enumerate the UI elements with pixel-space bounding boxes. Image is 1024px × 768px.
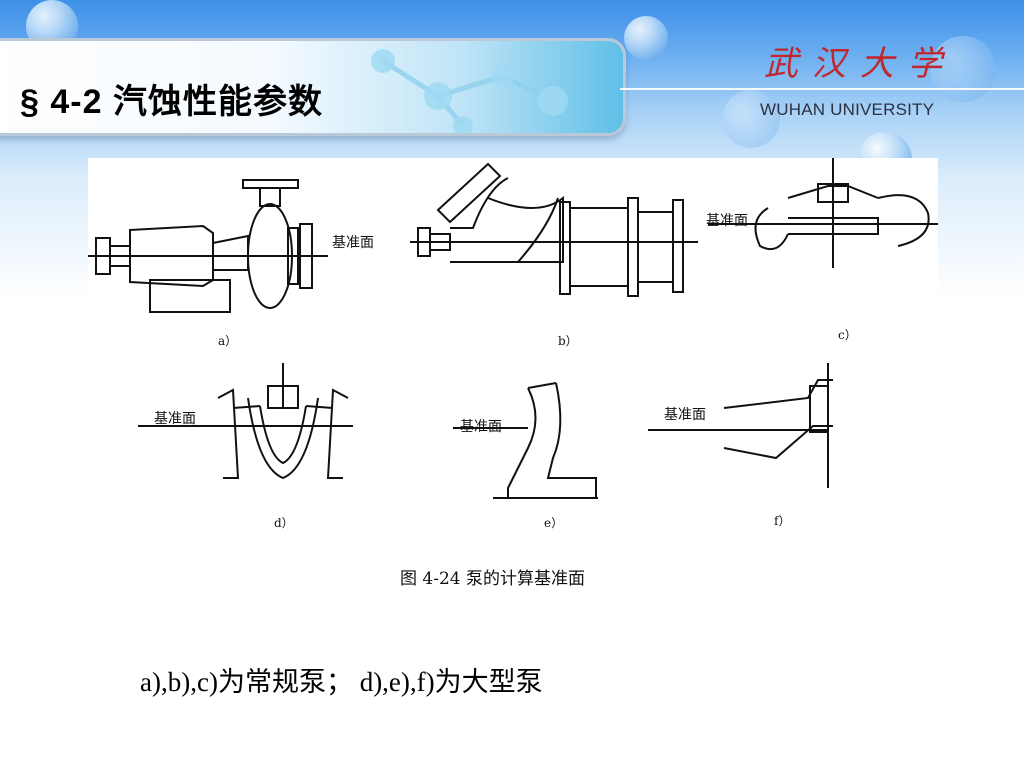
- datum-label: 基准面: [664, 407, 706, 423]
- pump-drawing-a: [88, 179, 328, 313]
- pump-drawings: [88, 158, 938, 499]
- subfigure-label-a: a）: [218, 334, 238, 348]
- figure-caption: 图 4-24 泵的计算基准面: [400, 569, 585, 589]
- pump-datum-figure: 基准面 基准面 基准面 基准面 基准面 a） b） c） d） e） f） 图 …: [88, 158, 938, 598]
- pump-drawing-d: [138, 363, 353, 480]
- slide-title: § 4-2 汽蚀性能参数: [20, 83, 323, 121]
- title-banner: [0, 38, 626, 136]
- pump-drawing-e: [453, 382, 598, 499]
- datum-label: 基准面: [460, 419, 502, 435]
- datum-label: 基准面: [332, 235, 374, 251]
- header-divider: [620, 88, 1024, 90]
- subfigure-label-e: e）: [544, 516, 564, 530]
- decor-bubble: [624, 16, 668, 60]
- pump-drawing-f: [648, 363, 833, 488]
- pump-drawing-c: [708, 158, 938, 268]
- logo-chinese-text: 武汉大学: [764, 44, 956, 84]
- pump-drawing-b: [410, 162, 698, 297]
- subfigure-label-d: d）: [274, 516, 294, 530]
- decor-bubble: [722, 90, 780, 148]
- subfigure-label-b: b）: [558, 334, 578, 348]
- datum-label: 基准面: [706, 213, 748, 229]
- subfigure-label-c: c）: [838, 328, 857, 342]
- molecule-decoration: [371, 49, 568, 133]
- university-logo: 武汉大学 WUHAN UNIVERSITY: [760, 36, 980, 126]
- datum-label: 基准面: [154, 411, 196, 427]
- logo-english-text: WUHAN UNIVERSITY: [760, 100, 935, 119]
- decor-bubble: [930, 36, 996, 102]
- pump-type-note: a),b),c)为常规泵； d),e),f)为大型泵: [140, 667, 543, 697]
- subfigure-label-f: f）: [774, 514, 791, 528]
